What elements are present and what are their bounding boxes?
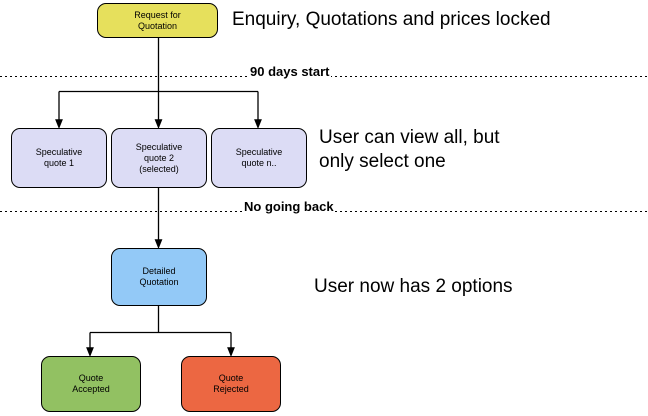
node-speculative-quote-n[interactable]: Speculative quote n..	[211, 128, 307, 188]
node-label: Speculative quote n..	[235, 147, 283, 168]
node-request-for-quotation[interactable]: Request for Quotation	[97, 3, 218, 38]
node-label: Speculative quote 2 (selected)	[135, 141, 183, 174]
node-quote-accepted[interactable]: Quote Accepted	[41, 356, 141, 412]
node-label: Quote Rejected	[213, 373, 249, 394]
connector-rfq-to-quotes	[55, 38, 262, 129]
node-label: Speculative quote 1	[35, 147, 83, 168]
node-label: Quote Accepted	[72, 373, 110, 394]
annotation-two-options: User now has 2 options	[314, 276, 513, 297]
divider-label-no-going-back: No going back	[243, 199, 335, 214]
node-label: Detailed Quotation	[139, 266, 179, 287]
annotation-enquiry-prices-locked: Enquiry, Quotations and prices locked	[232, 9, 551, 30]
annotation-view-all-select-one: User can view all, but only select one	[319, 127, 500, 172]
node-label: Request for Quotation	[134, 9, 181, 31]
node-detailed-quotation[interactable]: Detailed Quotation	[111, 248, 207, 306]
node-quote-rejected[interactable]: Quote Rejected	[181, 356, 281, 412]
node-speculative-quote-2-selected[interactable]: Speculative quote 2 (selected)	[111, 128, 207, 188]
divider-label-90-days-start: 90 days start	[249, 64, 331, 79]
connector-detailed-to-outcomes	[86, 306, 235, 357]
node-speculative-quote-1[interactable]: Speculative quote 1	[11, 128, 107, 188]
